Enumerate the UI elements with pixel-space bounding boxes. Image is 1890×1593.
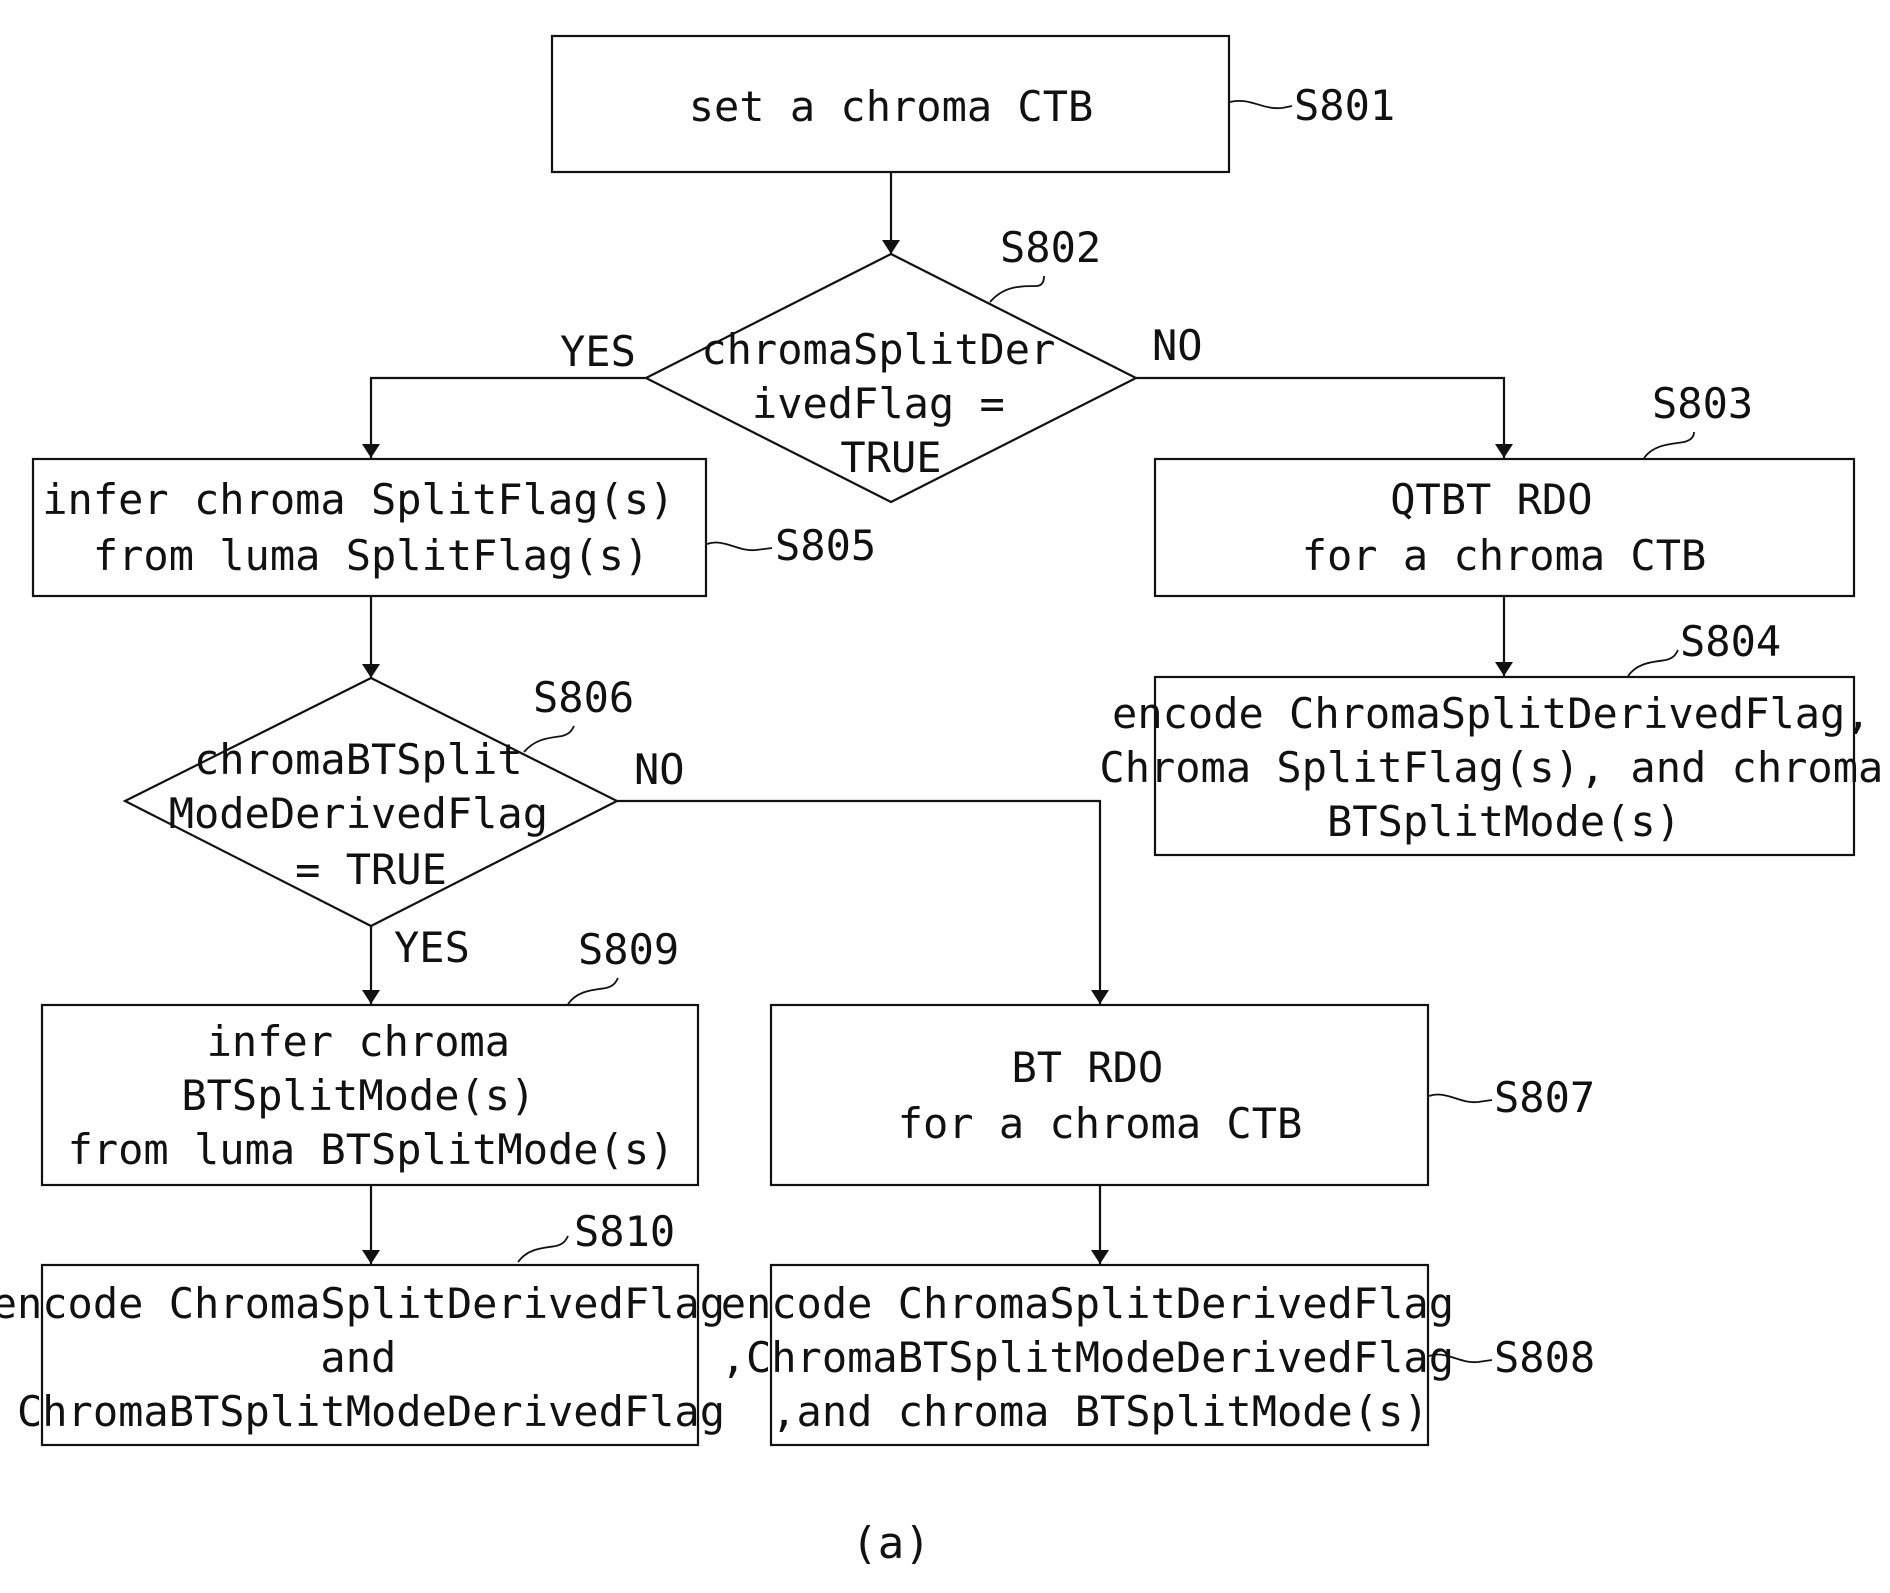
s801-text: set a chroma CTB [689,82,1094,131]
edge-s802-s805-yes [371,378,646,458]
s810-leader [518,1236,568,1262]
s804-step-label: S804 [1680,617,1781,666]
s807-step-label: S807 [1494,1073,1595,1122]
s804-leader [1628,650,1678,676]
step-s804: encode ChromaSplitDerivedFlag, Chroma Sp… [1099,617,1890,855]
s802-no-label: NO [1152,321,1203,370]
s809-step-label: S809 [578,925,679,974]
step-s808: encode ChromaSplitDerivedFlag ,ChromaBTS… [721,1265,1595,1445]
step-s810: encode ChromaSplitDerivedFlag and Chroma… [0,1207,750,1445]
s801-step-label: S801 [1294,81,1395,130]
s809-leader [568,978,618,1004]
decision-s806: chromaBTSplit ModeDerivedFlag = TRUE S80… [125,673,634,926]
step-s807: BT RDO for a chroma CTB S807 [771,1005,1595,1185]
step-s801: set a chroma CTB S801 [552,36,1395,172]
s806-no-label: NO [634,745,685,794]
s802-leader [990,276,1044,302]
edge-s806-s807-no [617,801,1100,1004]
s806-step-label: S806 [533,673,634,722]
s805-step-label: S805 [775,521,876,570]
s808-step-label: S808 [1494,1333,1595,1382]
s806-yes-label: YES [394,923,470,972]
s803-step-label: S803 [1652,379,1753,428]
s802-text: chromaSplitDer ivedFlag = TRUE [701,325,1080,482]
s802-step-label: S802 [1000,223,1101,272]
s810-step-label: S810 [574,1207,675,1256]
step-s805: infer chroma SplitFlag(s) from luma Spli… [33,459,876,596]
s802-yes-label: YES [560,327,636,376]
s808-text: encode ChromaSplitDerivedFlag ,ChromaBTS… [721,1279,1480,1436]
decision-s802: chromaSplitDer ivedFlag = TRUE S802 [646,223,1136,502]
figure-caption: (a) [851,1518,930,1569]
s801-leader [1230,101,1292,108]
s805-leader [707,542,772,550]
s803-leader [1644,432,1694,458]
s807-box [771,1005,1428,1185]
edge-s802-s803-no [1136,378,1504,458]
s806-text: chromaBTSplit ModeDerivedFlag = TRUE [169,735,574,894]
s807-leader [1429,1094,1492,1102]
